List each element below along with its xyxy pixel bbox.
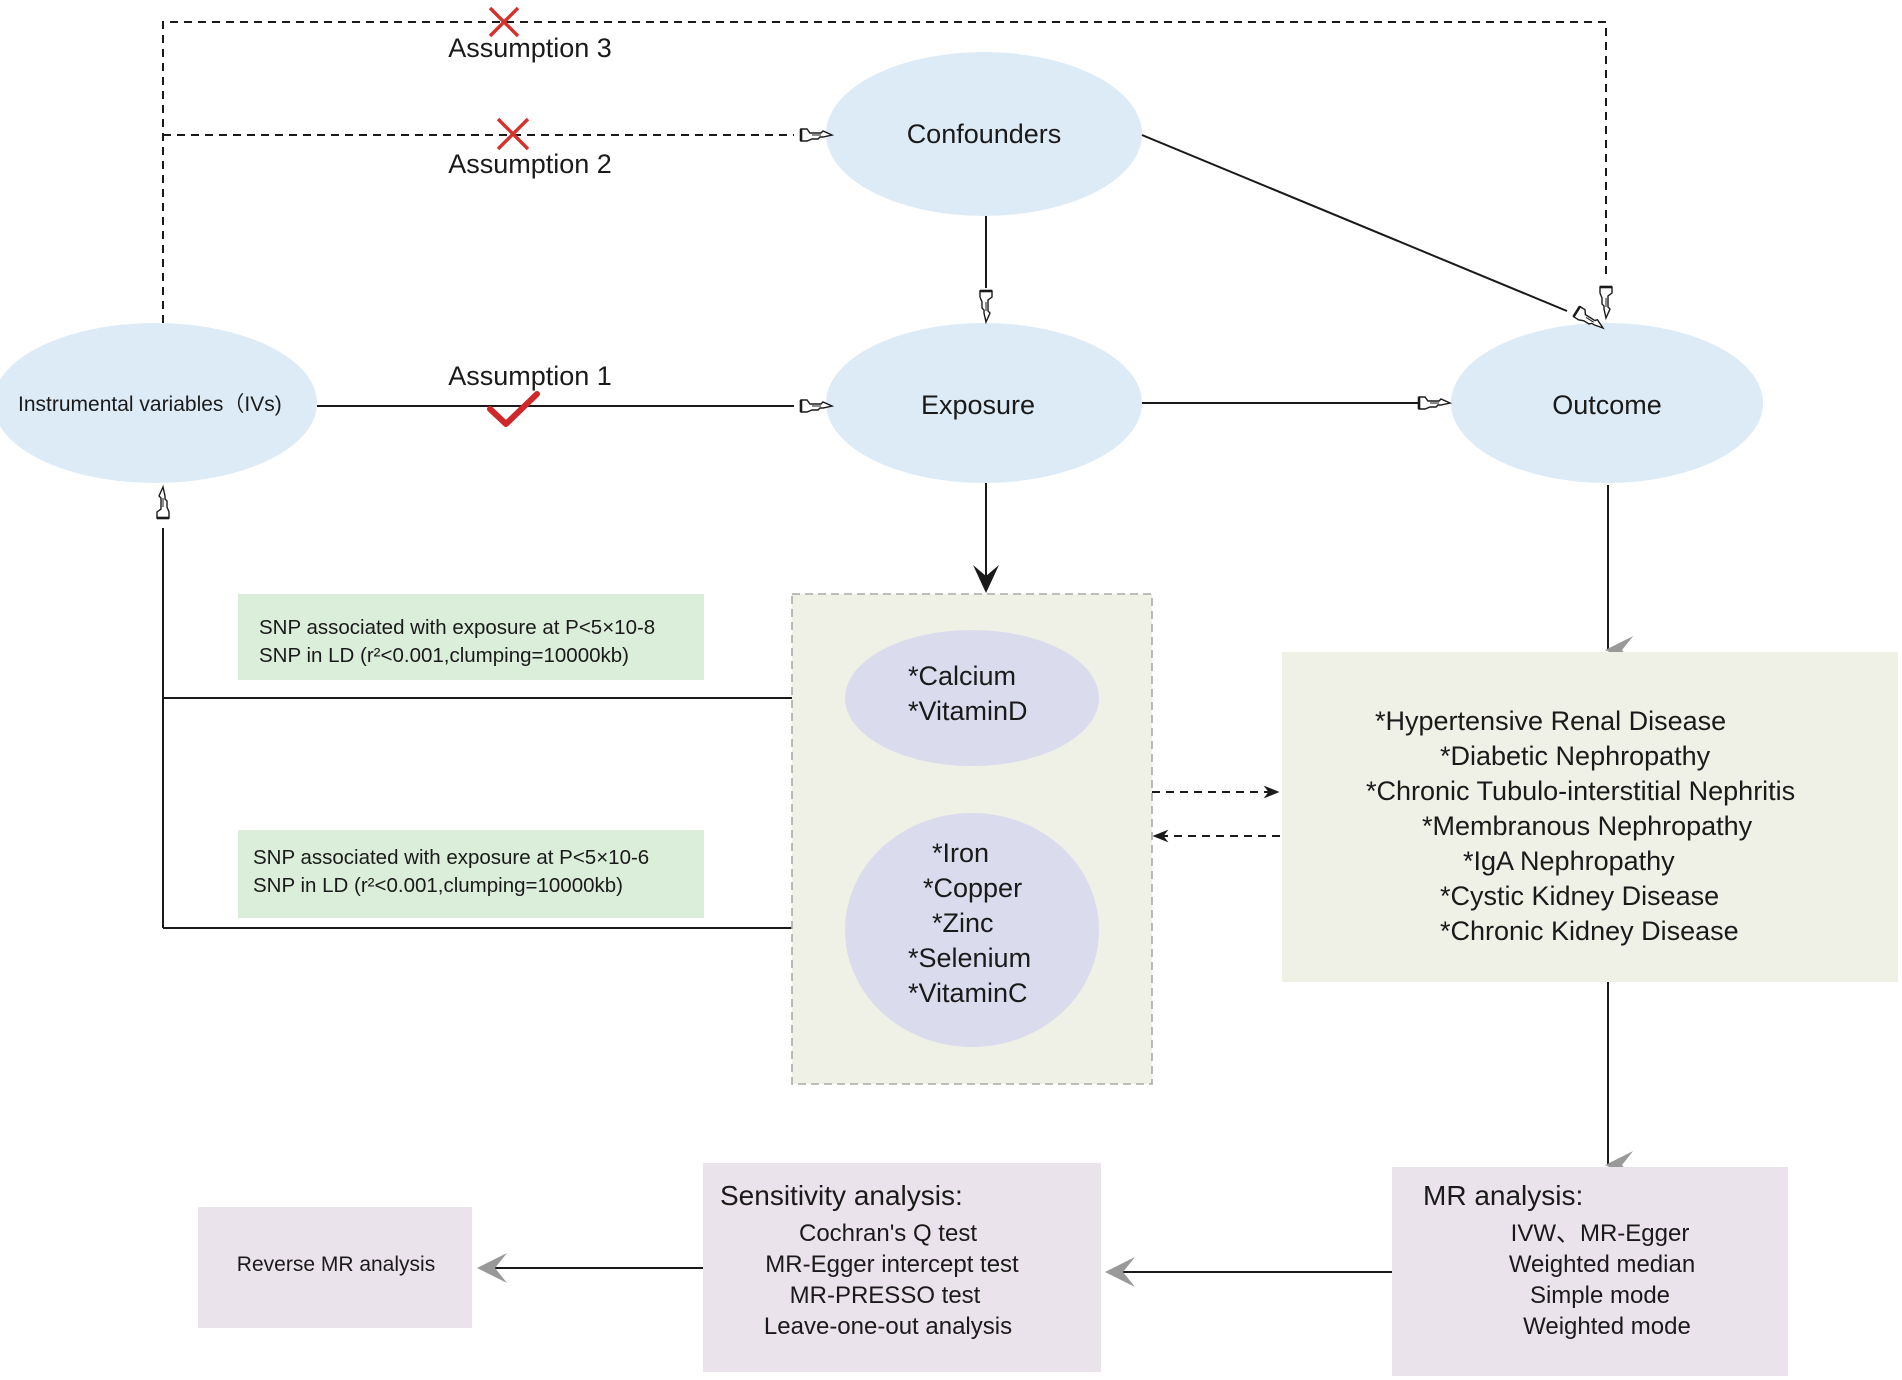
- outcome-item: *IgA Nephropathy: [1463, 846, 1675, 876]
- check-icon: [487, 391, 540, 427]
- assumption-3-label: Assumption 3: [448, 33, 612, 63]
- snp-box-2-line1: SNP associated with exposure at P<5×10-6: [253, 846, 649, 869]
- reverse-mr-label: Reverse MR analysis: [237, 1253, 435, 1276]
- snp-box-2-line2: SNP in LD (r²<0.001,clumping=10000kb): [253, 874, 623, 897]
- outcomes-box: [1282, 652, 1898, 982]
- cross-icon: [496, 117, 530, 151]
- mr-method-item: IVW、MR-Egger: [1511, 1220, 1690, 1247]
- exposure-node: [826, 323, 1142, 483]
- cross-icon: [488, 6, 520, 38]
- outcome-label: Outcome: [1552, 390, 1662, 420]
- group-1-item: *Calcium: [908, 661, 1016, 691]
- confounders-node: [826, 52, 1142, 216]
- mr-analysis-box: [1392, 1167, 1788, 1376]
- mr-analysis-title: MR analysis:: [1423, 1180, 1583, 1211]
- snp-box-1-line2: SNP in LD (r²<0.001,clumping=10000kb): [259, 644, 629, 667]
- group-2-item: *Copper: [923, 873, 1022, 903]
- mr-method-item: Weighted median: [1509, 1251, 1695, 1278]
- sensitivity-test-item: MR-Egger intercept test: [765, 1251, 1019, 1278]
- outcome-node: [1451, 323, 1763, 483]
- group-2-item: *Iron: [932, 838, 989, 868]
- assumption-1-label: Assumption 1: [448, 361, 612, 391]
- group-1-item: *VitaminD: [908, 696, 1028, 726]
- group-2-item: *Selenium: [908, 943, 1031, 973]
- outcome-item: *Cystic Kidney Disease: [1440, 881, 1719, 911]
- snp-box-1-line1: SNP associated with exposure at P<5×10-8: [259, 616, 655, 639]
- outcome-item: *Membranous Nephropathy: [1422, 811, 1753, 841]
- snp-box-1: [238, 594, 704, 680]
- ivs-label: Instrumental variables（IVs): [18, 393, 282, 416]
- confounders-to-outcome-line: [1141, 134, 1568, 312]
- outcome-item: *Chronic Kidney Disease: [1440, 916, 1739, 946]
- arrowhead-icon: [973, 565, 999, 593]
- group-2-item: *Zinc: [932, 908, 994, 938]
- sensitivity-box: [703, 1163, 1101, 1372]
- confounders-label: Confounders: [907, 119, 1062, 149]
- sensitivity-test-item: MR-PRESSO test: [790, 1282, 981, 1309]
- group-2-item: *VitaminC: [908, 978, 1028, 1008]
- outcome-item: *Hypertensive Renal Disease: [1375, 706, 1726, 736]
- exposure-group-1: [845, 630, 1099, 766]
- sensitivity-title: Sensitivity analysis:: [720, 1180, 963, 1211]
- assumption-2-label: Assumption 2: [448, 149, 612, 179]
- assumption-3-line: [162, 21, 1607, 323]
- hand-pointer-icon: [1598, 285, 1614, 320]
- reverse-mr-box: [198, 1207, 472, 1328]
- exposure-label: Exposure: [921, 390, 1035, 420]
- hand-pointer-icon: [1417, 395, 1452, 411]
- sensitivity-test-item: Leave-one-out analysis: [764, 1313, 1012, 1340]
- hand-pointer-icon: [155, 485, 171, 520]
- outcome-item: *Chronic Tubulo-interstitial Nephritis: [1366, 776, 1795, 806]
- outcome-item: *Diabetic Nephropathy: [1440, 741, 1711, 771]
- snp-box-2: [238, 830, 704, 918]
- mr-method-item: Simple mode: [1530, 1282, 1670, 1309]
- sensitivity-test-item: Cochran's Q test: [799, 1220, 977, 1247]
- hand-pointer-icon: [978, 289, 994, 324]
- ivs-node: [0, 323, 317, 483]
- mr-method-item: Weighted mode: [1523, 1313, 1691, 1340]
- exposure-group-2: [845, 813, 1099, 1047]
